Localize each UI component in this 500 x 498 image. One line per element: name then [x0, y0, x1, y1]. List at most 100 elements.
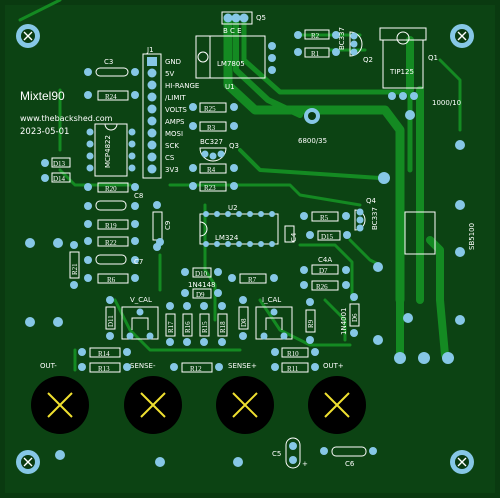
c3-ref: C3 [104, 58, 113, 66]
j1-pin-hi-range: HI-RANGE [165, 82, 199, 90]
j1-pin-amps: AMPS [165, 118, 185, 126]
c5-ref: C5 [272, 450, 281, 458]
regulator-lm7805: LM7805 U1 [195, 35, 276, 91]
terminal-out-plus-label: OUT+ [323, 362, 344, 370]
d6-ref: D6 [351, 313, 359, 322]
c8-ref: C8 [134, 192, 143, 200]
c9-ref: C9 [164, 221, 172, 230]
resistors-r1-r2: R2 R1 [294, 29, 340, 58]
r1-ref: R1 [311, 50, 320, 58]
r7-ref: R7 [248, 276, 257, 284]
resistors-r25-r3: R25 R3 [189, 102, 238, 132]
mcp4822-label: MCP4822 [104, 135, 112, 168]
d15-ref: D15 [321, 233, 334, 241]
diodes-d9-d10: D10 1N4148 D9 [181, 267, 222, 299]
capacitor-1000: 1000/10 [405, 99, 465, 150]
r10-ref: R10 [287, 350, 299, 358]
brand-label: Mixtel90 [20, 89, 65, 103]
bce-label: B C E [223, 27, 242, 35]
r16-ref: R16 [184, 321, 192, 333]
sb5100-label: SB5100 [468, 223, 476, 250]
diode-d15: D15 [306, 230, 351, 241]
lm324-label: LM324 [215, 234, 239, 242]
terminal-out-plus [308, 376, 366, 434]
c6-ref: C6 [345, 460, 355, 468]
u2-ref: U2 [228, 204, 238, 212]
r9-ref: R9 [307, 319, 315, 328]
r26-ref: R26 [316, 283, 328, 291]
resistor-r9: R9 [305, 298, 316, 344]
resistor-r6: R6 [84, 273, 139, 284]
r17-ref: R17 [167, 321, 175, 333]
lm7805-label: LM7805 [217, 60, 245, 68]
j1-pin-cs: CS [165, 154, 175, 162]
resistor-r24: R24 [84, 90, 139, 101]
resistor-r12: R12 [170, 362, 223, 373]
resistor-r5: R5 [300, 211, 350, 222]
diodes-d13-d14: D13 D14 [41, 157, 71, 183]
diode-d8: D8 [238, 296, 249, 340]
terminal-out-minus-label: OUT- [40, 362, 57, 370]
r22-ref: R22 [105, 239, 117, 247]
r24-ref: R24 [105, 93, 117, 101]
terminal-sense-minus-label: SENSE- [130, 362, 156, 370]
d10-ref: D10 [195, 270, 208, 278]
r11-ref: R11 [287, 365, 299, 373]
trimmer-v-cal: V_CAL [121, 296, 159, 340]
bottom-pads [55, 450, 243, 467]
svg-text:+: + [302, 460, 308, 468]
q3-ref: Q3 [229, 142, 239, 150]
capacitor-c3: C3 [84, 58, 139, 77]
left-pads [25, 238, 164, 327]
connector-j1: J1 GND 5V HI-RANGE /LIMIT VOLTS AMPS MOS… [142, 46, 199, 179]
diode-sb5100: SB5100 [404, 200, 476, 257]
r13-ref: R13 [98, 365, 110, 373]
terminal-sense-plus [216, 376, 274, 434]
q2-bc337-label: BC337 [338, 27, 346, 50]
d11-ref: D11 [107, 315, 115, 327]
r12-ref: R12 [190, 365, 202, 373]
q2-ref: Q2 [363, 56, 373, 64]
d13-ref: D13 [53, 160, 66, 168]
d7-ref: D7 [319, 267, 328, 275]
j1-pin-3v3: 3V3 [165, 166, 179, 174]
date-label: 2023-05-01 [20, 127, 69, 137]
capacitor-c8: C8 [84, 192, 143, 211]
j1-pin-volts: VOLTS [165, 106, 187, 114]
q5-ref: Q5 [256, 14, 266, 22]
r19-ref: R19 [105, 222, 117, 230]
r23-ref: R23 [204, 184, 216, 192]
r25-ref: R25 [204, 105, 216, 113]
ic-mcp4822: MCP4822 [86, 123, 136, 177]
resistor-r20: R20 [84, 182, 139, 193]
capacitor-c6: C6 [320, 446, 377, 468]
d8-ref: D8 [240, 318, 248, 327]
c4a-ref: C4A [318, 256, 332, 264]
ic-lm324: U2 LM324 [199, 204, 279, 247]
terminal-posts [31, 376, 366, 434]
v-cal-label: V_CAL [130, 296, 152, 304]
transistor-q1-tip125: TIP125 Q1 [379, 27, 438, 100]
cap-6800-label: 6800/35 [298, 137, 327, 145]
capacitor-c4: C4 [284, 225, 298, 243]
resistors-vertical: R17 R16 R15 R18 [165, 302, 228, 346]
d9-ref: D9 [196, 291, 205, 299]
c4-ref: C4 [290, 232, 298, 242]
j1-pin-mosi: MOSI [165, 130, 183, 138]
mounting-holes [16, 24, 474, 474]
resistors-r4-r23: R4 R23 [189, 163, 238, 192]
q5-header: Q5 B C E [221, 11, 266, 35]
j1-pin-5v: 5V [165, 70, 174, 78]
trimmer-i-cal: I_CAL [255, 296, 293, 340]
c7-ref: C7 [134, 258, 143, 266]
cap-1000-label: 1000/10 [432, 99, 461, 107]
r3-ref: R3 [207, 124, 216, 132]
r21-ref: R21 [71, 263, 79, 275]
resistors-r10-r11: R10 R11 [271, 347, 319, 373]
diode-d11: D11 [105, 296, 116, 340]
transistor-q3: BC327 Q3 [199, 138, 239, 162]
i-cal-label: I_CAL [262, 296, 281, 304]
q4-ref: Q4 [366, 197, 377, 205]
components-c4a-d7-r26: C4A D7 R26 [300, 256, 383, 291]
